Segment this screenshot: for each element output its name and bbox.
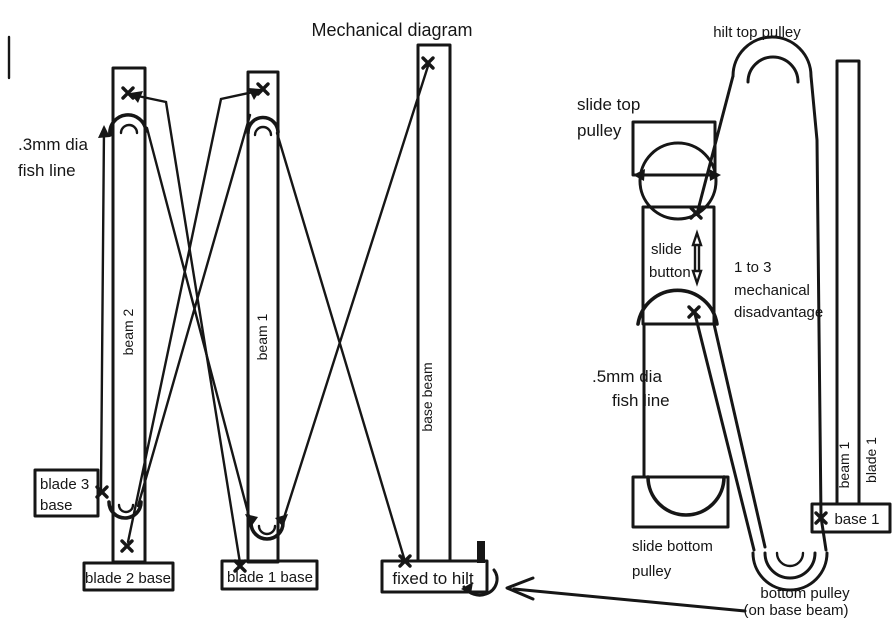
arrowhead — [130, 91, 143, 103]
fish-line — [693, 312, 756, 552]
mech-disadvantage-line2: mechanical — [734, 282, 810, 299]
slide-top-pulley-label-line2: pulley — [577, 121, 622, 140]
mech-disadvantage-line1: 1 to 3 — [734, 259, 772, 276]
left-assembly: .3mm dia fish line beam 2 beam 1 base be… — [18, 43, 499, 597]
slide-bottom-pulley-box — [631, 475, 730, 529]
hilt-top-pulley-inner-arc — [746, 55, 800, 84]
beam1-top-pulley-inner-arc — [253, 125, 273, 137]
base-beam-rect — [416, 43, 452, 563]
hilt-top-pulley-outer-arc — [731, 35, 813, 78]
x-mark — [689, 206, 703, 220]
arrowhead — [709, 169, 721, 181]
bottom-pulley-outer-arc — [751, 551, 829, 592]
slide-bottom-pulley-label-line1: slide bottom — [632, 538, 713, 555]
blade1-base-label: blade 1 base — [227, 569, 313, 586]
pointer-arrowhead — [505, 576, 535, 601]
blade3-base-label-line1: blade 3 — [40, 476, 89, 493]
x-mark — [814, 511, 828, 525]
beam1-bottom-pulley-arc — [249, 521, 285, 541]
beam1-top-pulley-arc — [246, 115, 280, 135]
x-mark — [687, 305, 701, 319]
fish-line — [126, 89, 260, 544]
blade2-base-label: blade 2 base — [85, 570, 171, 587]
fish-line — [145, 126, 253, 526]
beam2-top-pulley-arc — [108, 113, 148, 137]
bottom-pulley-label-line1: bottom pulley — [760, 585, 850, 602]
blade3-base-label-line2: base — [40, 497, 73, 514]
fish-line — [280, 64, 430, 526]
up-down-arrow-icon — [691, 229, 703, 287]
hilt-pointer-arrow — [505, 576, 747, 613]
left-fishline-label-line2: fish line — [18, 161, 76, 180]
bottom-pulley-inner-arc — [775, 551, 805, 568]
x-mark — [121, 86, 135, 100]
hilt-bar-mark — [477, 541, 485, 563]
slide-top-pulley-box — [631, 120, 717, 177]
right-beam1-label: beam 1 — [836, 441, 852, 488]
right-assembly: hilt top pulley slide top pulley slide b… — [505, 24, 892, 619]
pointer-arrow-shaft — [512, 587, 747, 613]
page-title: Mechanical diagram — [311, 20, 472, 40]
fish-line — [99, 126, 106, 491]
beam1-bottom-pulley-inner-arc — [257, 524, 277, 536]
blade2-base-box — [82, 561, 175, 592]
beam2-bottom-pulley-arc — [107, 500, 143, 520]
slide-button-label-line2: button — [649, 264, 691, 281]
slide-lower-pulley-arc — [636, 288, 719, 326]
fixed-to-hilt-box — [380, 559, 489, 594]
beam-1-label: beam 1 — [254, 313, 270, 360]
arrowhead — [461, 582, 473, 594]
slide-top-pulley-label-line1: slide top — [577, 95, 640, 114]
beam2-top-pulley-inner-arc — [119, 123, 139, 135]
x-mark — [421, 56, 435, 70]
right-blade1-label: blade 1 — [863, 437, 879, 483]
x-mark — [120, 539, 134, 553]
x-mark — [256, 82, 270, 96]
slide-body-rect — [641, 205, 716, 326]
fixed-to-hilt-label: fixed to hilt — [392, 569, 474, 588]
slide-top-pulley-circle — [638, 141, 718, 221]
mech-disadvantage-line3: disadvantage — [734, 304, 823, 321]
belt-left-upper-line — [696, 74, 735, 212]
arrowhead — [248, 88, 261, 100]
beam-2-label: beam 2 — [120, 308, 136, 355]
blade3-base-box — [33, 468, 100, 518]
x-mark — [233, 559, 247, 573]
bottom-pulley-mid-arc — [763, 551, 817, 580]
base-beam-label: base beam — [419, 362, 435, 431]
right-fishline-label-line2: fish line — [612, 391, 670, 410]
blade1-base-box — [220, 559, 319, 591]
arrowhead — [633, 169, 645, 181]
slide-bottom-pulley-arc — [646, 475, 726, 517]
left-fishline-label-line1: .3mm dia — [18, 135, 88, 154]
arrowhead — [275, 514, 288, 527]
beam2-bottom-pulley-inner-arc — [117, 503, 135, 514]
base1-box — [810, 502, 892, 534]
fish-line — [275, 131, 406, 560]
arrowhead — [98, 125, 110, 138]
slide-button-label-line1: slide — [651, 241, 682, 258]
right-fishline-label-line1: .5mm dia — [592, 367, 662, 386]
base1-label: base 1 — [834, 511, 879, 528]
fish-line — [131, 93, 242, 565]
slide-bottom-pulley-label-line2: pulley — [632, 563, 672, 580]
arrowhead — [245, 514, 258, 527]
bottom-pulley-label-line2: (on base beam) — [743, 602, 848, 619]
right-beam1-rect — [835, 59, 861, 506]
fish-line — [712, 322, 767, 549]
